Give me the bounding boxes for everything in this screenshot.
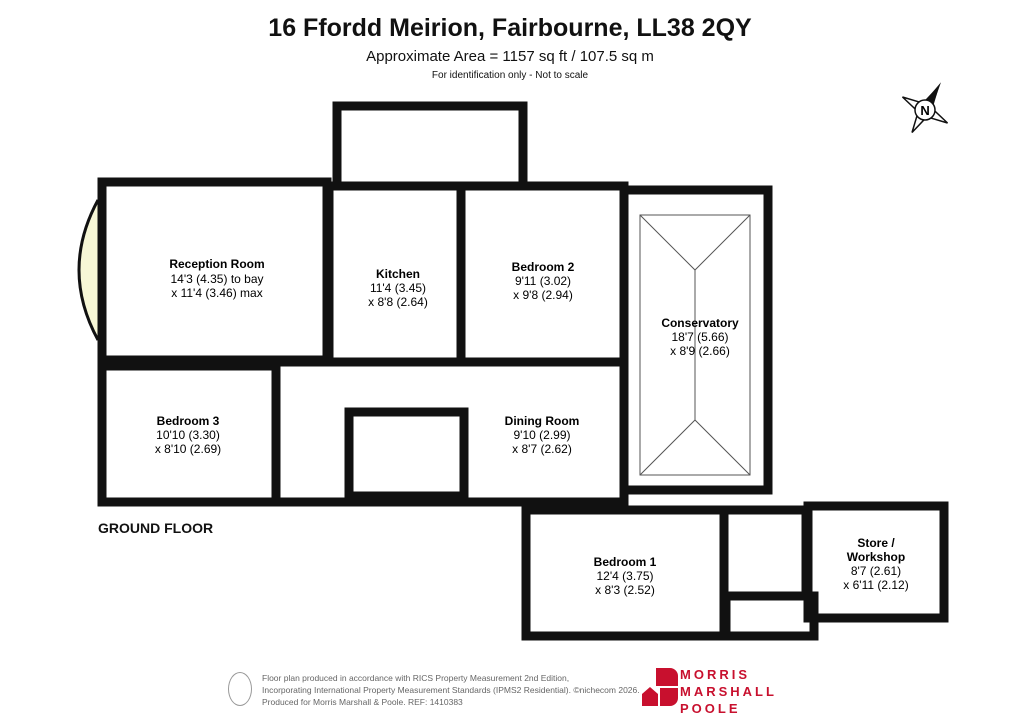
bedroom2-dim2: x 9'8 (2.94) <box>513 288 573 302</box>
conservatory-dim1: 18'7 (5.66) <box>672 330 729 344</box>
dining-dim2: x 8'7 (2.62) <box>512 442 572 456</box>
footer-line-1: Floor plan produced in accordance with R… <box>262 673 570 683</box>
reception-room <box>97 177 332 365</box>
footer-line-2: Incorporating International Property Mea… <box>262 685 640 695</box>
bedroom3-dim1: 10'10 (3.30) <box>156 428 220 442</box>
bedroom1-dim2: x 8'3 (2.52) <box>595 583 655 597</box>
dining-name: Dining Room <box>505 414 580 428</box>
bedroom1-name: Bedroom 1 <box>594 555 657 569</box>
page-title: 16 Ffordd Meirion, Fairbourne, LL38 2QY <box>268 14 752 42</box>
footer-line-3: Produced for Morris Marshall & Poole. RE… <box>262 697 463 707</box>
reception-dim1: 14'3 (4.35) to bay <box>170 272 263 286</box>
reception-name: Reception Room <box>169 257 264 271</box>
bay-window <box>77 199 100 341</box>
store-dim2: x 6'11 (2.12) <box>843 578 908 592</box>
conservatory-roof <box>639 214 751 476</box>
store-dim1: 8'7 (2.61) <box>851 564 901 578</box>
bedroom1-dim1: 12'4 (3.75) <box>597 569 654 583</box>
kitchen-name: Kitchen <box>376 267 420 281</box>
area-text: Approximate Area = 1157 sq ft / 107.5 sq… <box>366 48 654 65</box>
conservatory-dim2: x 8'9 (2.66) <box>670 344 730 358</box>
bedroom2-name: Bedroom 2 <box>512 260 575 274</box>
conservatory-name: Conservatory <box>661 316 739 330</box>
kitchen-dim2: x 8'8 (2.64) <box>368 295 428 309</box>
dining-dim1: 9'10 (2.99) <box>514 428 571 442</box>
wc-room <box>721 591 819 641</box>
store-name2: Workshop <box>847 550 905 564</box>
compass-label: N <box>920 103 929 118</box>
brand-line-2: MARSHALL <box>680 684 777 699</box>
north-compass-icon: N <box>901 82 949 134</box>
conservatory-room <box>619 185 773 495</box>
porch <box>332 101 528 191</box>
bathroom-room <box>344 407 469 501</box>
brand-name: MORRIS MARSHALL POOLE <box>680 666 777 717</box>
disclaimer-text: For identification only - Not to scale <box>431 70 589 81</box>
store-name: Store / <box>857 536 895 550</box>
brand-line-1: MORRIS <box>680 667 750 682</box>
dining-room <box>271 357 629 507</box>
kitchen-dim1: 11'4 (3.45) <box>370 281 426 295</box>
person-icon <box>228 672 252 706</box>
store-room <box>803 501 949 623</box>
floor-label: GROUND FLOOR <box>98 520 214 536</box>
inner-hall <box>719 505 811 601</box>
bedroom-3-room <box>97 361 281 507</box>
brand-logo-icon <box>642 668 678 706</box>
bedroom3-dim2: x 8'10 (2.69) <box>155 442 221 456</box>
bedroom3-name: Bedroom 3 <box>157 414 220 428</box>
bedroom2-dim1: 9'11 (3.02) <box>515 274 571 288</box>
brand-line-3: POOLE <box>680 701 741 716</box>
reception-dim2: x 11'4 (3.46) max <box>171 286 262 300</box>
footer-text: Floor plan produced in accordance with R… <box>262 672 640 708</box>
